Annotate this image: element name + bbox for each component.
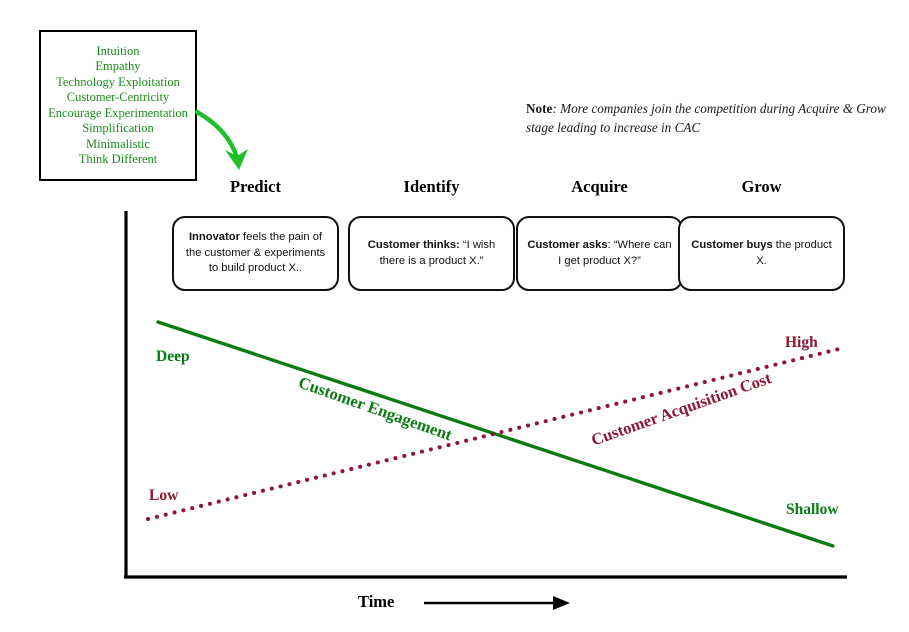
stage-card-actor: Innovator [188, 231, 240, 244]
stage-card-grow[interactable]: Customer buys the product X. [678, 216, 845, 291]
series-label-customer-acquisition-cost: Customer Acquisition Cost [588, 368, 774, 450]
curved-arrow-icon [194, 109, 248, 170]
stage-card-actor: Customer asks [527, 239, 608, 251]
principle-item: Encourage Experimentation [48, 105, 188, 120]
principle-item: Think Different [78, 152, 158, 166]
stage-card-body: : “Where can I get product X?” [558, 239, 672, 267]
stage-card-body: feels the pain of the customer & experim… [185, 231, 326, 275]
time-arrow-icon [424, 596, 570, 610]
stage-card-text: Innovator feels the pain of the customer… [183, 230, 328, 277]
stage-card-identify[interactable]: Customer thinks: “I wish there is a prod… [348, 216, 515, 291]
stage-title-grow: Grow [741, 177, 782, 196]
stage-card-body: the product X. [756, 239, 832, 267]
label-low: Low [149, 487, 179, 504]
principle-item: Simplification [82, 121, 154, 135]
note-separator: : [552, 101, 561, 116]
customer-acquisition-cost-line [146, 346, 845, 521]
label-high: High [785, 334, 818, 351]
principle-item: Technology Exploitation [56, 74, 180, 89]
note-text: Note: More companies join the competitio… [526, 99, 886, 137]
note-label: Note [526, 101, 553, 116]
principle-item: Customer-Centricity [66, 90, 170, 104]
x-axis-label-time: Time [358, 592, 395, 611]
stage-card-text: Customer asks: “Where can I get product … [527, 238, 672, 269]
stage-card-actor: Customer buys [691, 239, 773, 251]
stage-card-predict[interactable]: Innovator feels the pain of the customer… [172, 216, 339, 291]
principles-list-box: Intuition Empathy Technology Exploitatio… [39, 30, 197, 181]
principle-item: Minimalistic [86, 136, 150, 151]
note-body: More companies join the competition duri… [526, 101, 886, 135]
stage-card-actor: Customer thinks: [367, 239, 460, 251]
stage-card-body: “I wish there is a product X.” [379, 239, 496, 267]
label-deep: Deep [156, 348, 190, 365]
stage-title-predict: Predict [229, 177, 281, 196]
stage-title-identify: Identify [403, 177, 460, 196]
stage-card-text: Customer thinks: “I wish there is a prod… [359, 238, 504, 269]
stage-card-text: Customer buys the product X. [689, 238, 834, 269]
stage-title-acquire: Acquire [571, 177, 628, 196]
label-shallow: Shallow [786, 501, 839, 518]
principle-item: Intuition [96, 43, 140, 58]
stage-card-acquire[interactable]: Customer asks: “Where can I get product … [516, 216, 683, 291]
principle-item: Empathy [95, 59, 141, 73]
customer-engagement-line [156, 320, 835, 548]
series-label-customer-engagement: Customer Engagement [295, 372, 455, 445]
